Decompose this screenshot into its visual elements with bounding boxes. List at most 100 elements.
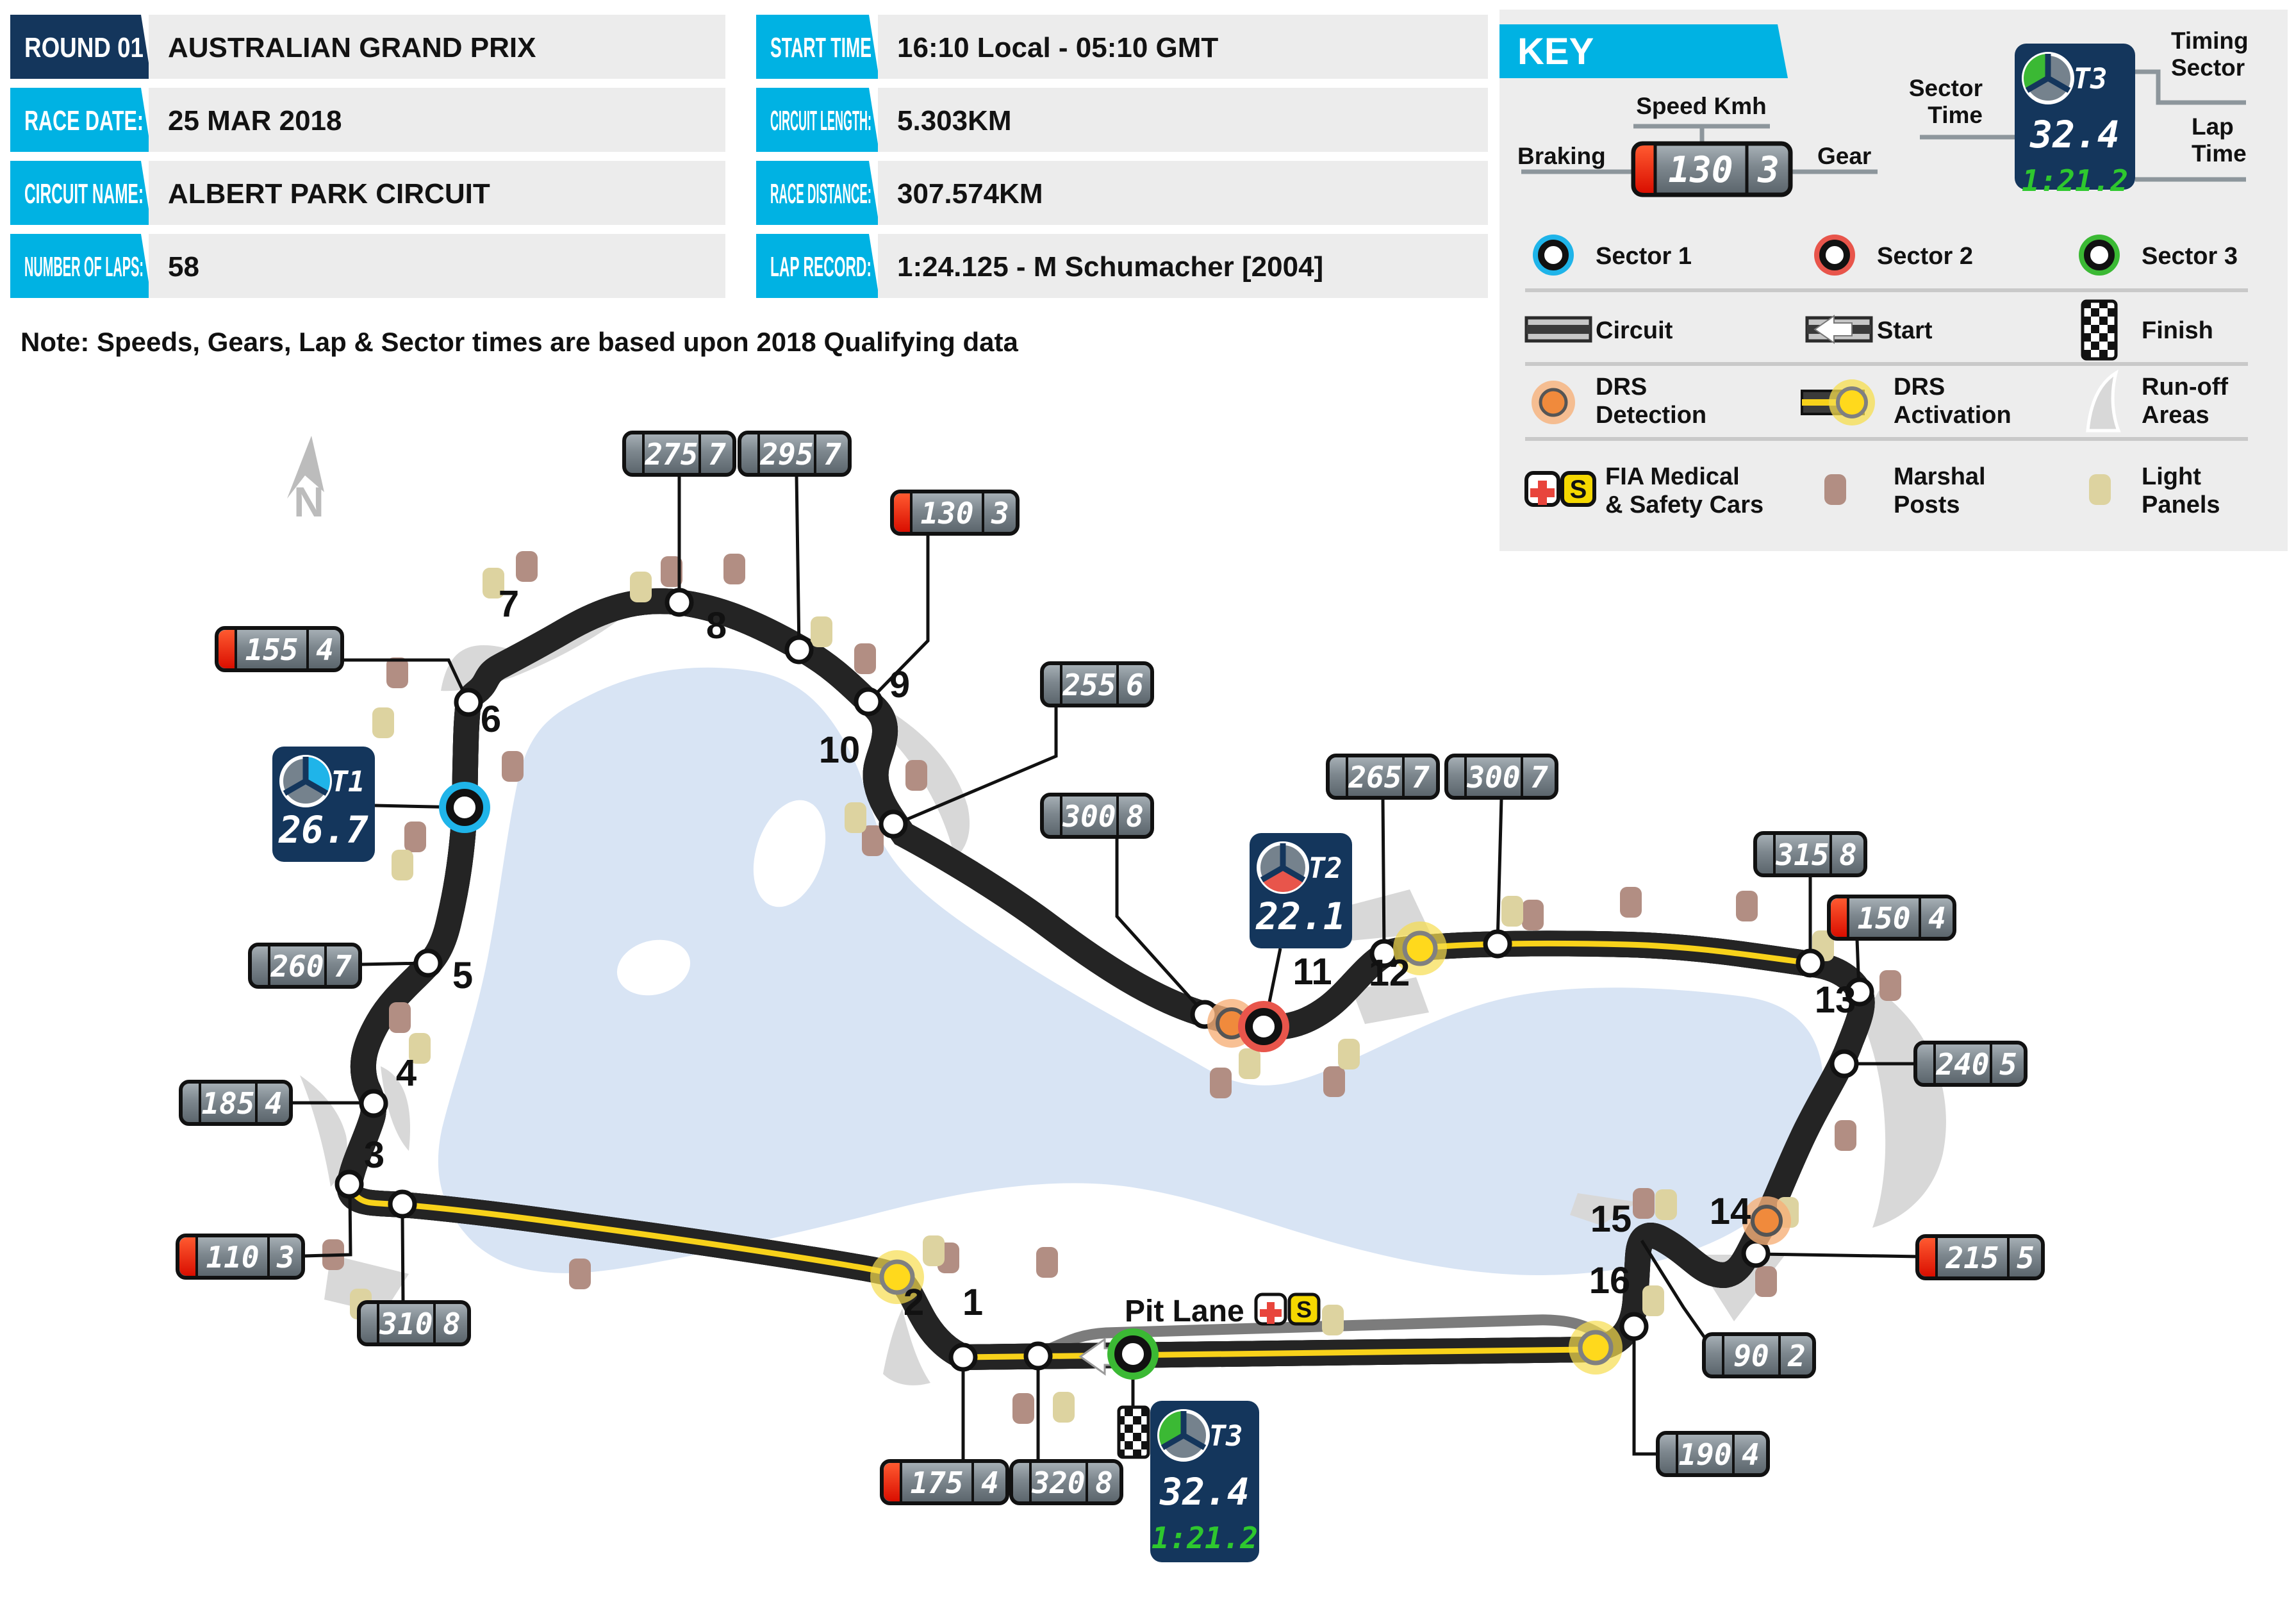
marshal-post xyxy=(1633,1188,1655,1219)
gear-value: 6 xyxy=(1126,668,1144,702)
key-runoff: Run-off Areas xyxy=(2086,369,2228,433)
marshal-label2: Posts xyxy=(1894,491,1960,518)
marshal-post xyxy=(516,551,538,582)
speed-value: 265 xyxy=(1348,760,1401,795)
marshal-post xyxy=(723,554,745,584)
lap-time-value: 1:21.2 xyxy=(1152,1521,1258,1555)
gear-value: 7 xyxy=(334,949,352,984)
gear-value: 4 xyxy=(265,1086,283,1121)
speed-value: 300 xyxy=(1062,799,1116,834)
row-value-cell xyxy=(878,161,1488,225)
light-panel xyxy=(630,572,652,602)
key-timing-sample: Sector Time Timing Sector Lap Time T332.… xyxy=(1909,28,2249,198)
track-waypoint xyxy=(359,1089,388,1118)
track-map: N Pit Lane S xyxy=(287,436,1946,1459)
row-value: 1:24.125 - M Schumacher [2004] xyxy=(897,251,1323,283)
row-value-cell xyxy=(878,15,1488,79)
lap-time-label: Lap xyxy=(2192,113,2234,140)
gear-value: 4 xyxy=(316,632,334,667)
row-value-cell xyxy=(149,234,725,298)
sector-time-label2: Time xyxy=(1928,102,1983,128)
drs-detection-marker xyxy=(1742,1196,1791,1245)
track-waypoint xyxy=(784,635,814,665)
gear-value: 5 xyxy=(1999,1047,2017,1082)
key-fia: S FIA Medical & Safety Cars xyxy=(1524,463,1763,518)
turn-number-14: 14 xyxy=(1710,1191,1751,1232)
row-value: 25 MAR 2018 xyxy=(168,105,342,136)
marshal-label: Marshal xyxy=(1894,463,1986,490)
gear-value: 4 xyxy=(981,1466,999,1500)
fia-label: FIA Medical xyxy=(1605,463,1740,490)
marshal-post xyxy=(386,657,408,688)
connector-line xyxy=(1381,798,1386,952)
pit-lane-text: Pit Lane xyxy=(1125,1294,1244,1328)
drs-activation-label: DRS xyxy=(1894,374,1945,400)
braking-indicator xyxy=(894,493,911,532)
connector-line xyxy=(341,658,469,701)
braking-indicator xyxy=(1831,898,1848,937)
row-value: 307.574KM xyxy=(897,178,1043,210)
row-value-cell xyxy=(149,161,725,225)
light-panel xyxy=(392,850,413,880)
speed-value: 185 xyxy=(201,1086,254,1121)
row-label-cell xyxy=(10,88,151,152)
track-waypoint xyxy=(948,1342,978,1372)
sector3-marker xyxy=(1107,1328,1159,1380)
connector-line xyxy=(869,534,930,701)
row-label-cell xyxy=(756,15,879,79)
speed-value: 260 xyxy=(270,949,324,984)
connector-line xyxy=(304,1194,352,1258)
connector-line xyxy=(1632,1330,1658,1456)
key-title-bar xyxy=(1499,24,1788,78)
marshal-post xyxy=(1736,891,1758,921)
drs-detection-label: DRS xyxy=(1596,374,1647,400)
sector-time-value: 26.7 xyxy=(278,808,368,852)
light-label: Light xyxy=(2142,463,2201,490)
gear-value: 8 xyxy=(1095,1466,1113,1500)
row-label-cell xyxy=(10,234,151,298)
drs-activation-marker xyxy=(1569,1321,1623,1375)
table-row: RACE DISTANCE: 307.574KM xyxy=(756,161,1488,225)
light-panel xyxy=(1338,1039,1360,1069)
row-value: 58 xyxy=(168,251,199,283)
row-label: CIRCUIT LENGTH: xyxy=(770,105,871,136)
note-text: Note: Speeds, Gears, Lap & Sector times … xyxy=(21,327,1018,357)
track-waypoint xyxy=(1845,977,1874,1007)
sector2-label: Sector 2 xyxy=(1877,243,1973,270)
gear-value: 7 xyxy=(823,437,841,472)
gear-value: 3 xyxy=(991,496,1009,531)
light-panel xyxy=(1053,1392,1075,1423)
row-label: RACE DISTANCE: xyxy=(770,178,871,210)
safety-car-icon xyxy=(1287,1292,1321,1326)
marshal-post xyxy=(1036,1247,1058,1278)
track-waypoint xyxy=(1796,948,1825,978)
key-sector1: Sector 1 xyxy=(1533,235,1692,276)
gear-value: 7 xyxy=(1530,760,1548,795)
marshal-post xyxy=(1323,1066,1345,1097)
drs-activation-marker xyxy=(870,1250,924,1304)
timing-sector-label: Timing xyxy=(2171,28,2249,54)
speed-value: 300 xyxy=(1466,760,1520,795)
safety-car-key-icon xyxy=(1560,471,1596,507)
compass: N xyxy=(287,436,324,525)
row-label: ROUND 01 xyxy=(24,32,144,63)
marshal-post xyxy=(1012,1393,1034,1424)
speed-kmh-label: Speed Kmh xyxy=(1636,93,1767,119)
marshal-post xyxy=(1522,900,1544,930)
speed-value: 240 xyxy=(1935,1047,1989,1082)
turn-number-6: 6 xyxy=(481,698,501,740)
turn-number-4: 4 xyxy=(396,1052,417,1094)
turn-number-15: 15 xyxy=(1590,1198,1632,1240)
row-label-cell xyxy=(10,161,151,225)
